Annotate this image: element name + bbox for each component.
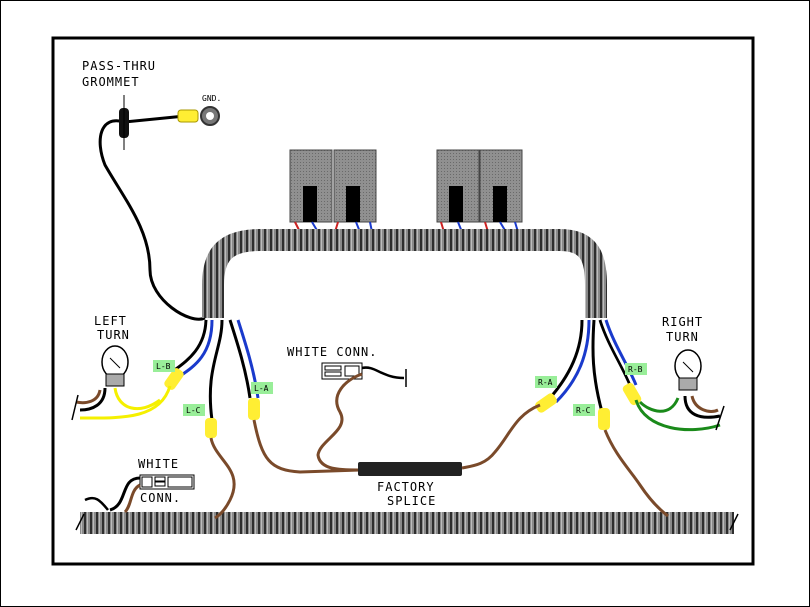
white-connector-bottom — [139, 474, 195, 490]
left-label: LEFT — [94, 314, 127, 328]
right-harness-wires — [548, 319, 638, 413]
splice-label: SPLICE — [387, 494, 436, 508]
tag-r-c: R-C — [573, 404, 595, 416]
right-turn-bulb-icon — [674, 349, 702, 391]
svg-text:R-B: R-B — [628, 365, 643, 374]
white-conn-bottom-black-wire — [109, 476, 141, 512]
white-bottom-label: WHITE — [138, 457, 179, 471]
connector-l-c — [205, 418, 217, 438]
conn-bottom-label: CONN. — [140, 491, 181, 505]
relay-socket-1 — [289, 149, 333, 223]
right-label: RIGHT — [662, 315, 703, 329]
grommet-label: GROMMET — [82, 75, 140, 89]
left-wire-break — [71, 394, 79, 421]
left-turn-label: TURN — [97, 328, 130, 342]
white-connector-top — [321, 362, 363, 380]
tag-l-a: L-A — [251, 382, 273, 394]
factory-label: FACTORY — [377, 480, 435, 494]
connector-r-b — [622, 382, 642, 406]
relay-socket-3 — [436, 149, 480, 223]
l-c-brown-wire — [209, 437, 236, 520]
connector-l-a — [248, 398, 260, 420]
white-conn-bottom-black-wire-2 — [84, 496, 109, 511]
relay-socket-4 — [479, 149, 523, 223]
white-conn-top-brown-wire — [316, 372, 363, 472]
factory-harness-break-right — [729, 513, 739, 531]
r-c-brown-wire — [603, 429, 669, 518]
svg-text:L-C: L-C — [186, 406, 201, 415]
left-lamp-wires — [75, 385, 172, 420]
connector-l-b — [164, 368, 184, 390]
ground-wire — [98, 119, 206, 321]
right-lamp-wires — [634, 395, 721, 432]
r-a-brown-wire — [461, 403, 541, 470]
tag-l-b: L-B — [153, 360, 175, 372]
white-conn-top-black-wire — [361, 366, 405, 380]
grommet-to-gnd-wire — [123, 114, 186, 124]
connector-r-a — [535, 393, 557, 413]
svg-text:R-A: R-A — [538, 378, 553, 387]
svg-text:L-A: L-A — [254, 384, 269, 393]
factory-splice — [358, 462, 462, 476]
tag-l-c: L-C — [183, 404, 205, 416]
left-turn-bulb-icon — [101, 345, 129, 387]
right-wire-break — [715, 405, 725, 431]
right-turn-label: TURN — [666, 330, 699, 344]
factory-harness-loom — [80, 512, 734, 534]
diagram-frame — [51, 36, 755, 566]
tag-r-b: R-B — [625, 363, 647, 375]
pass-thru-label: PASS-THRU — [82, 59, 156, 73]
svg-text:R-C: R-C — [576, 406, 591, 415]
white-conn-top-label: WHITE CONN. — [287, 345, 377, 359]
tag-r-a: R-A — [535, 376, 557, 388]
main-harness-loom — [202, 229, 607, 318]
svg-text:L-B: L-B — [156, 362, 171, 371]
l-a-brown-wire — [252, 419, 361, 474]
relay-socket-2 — [333, 149, 377, 223]
gnd-label: GND. — [202, 94, 221, 103]
factory-harness-break-left — [75, 513, 85, 531]
white-conn-bottom-brown-wire — [123, 483, 141, 514]
pass-thru-grommet — [119, 95, 129, 150]
ground-ring-terminal — [177, 106, 220, 126]
connector-r-c — [598, 408, 610, 430]
